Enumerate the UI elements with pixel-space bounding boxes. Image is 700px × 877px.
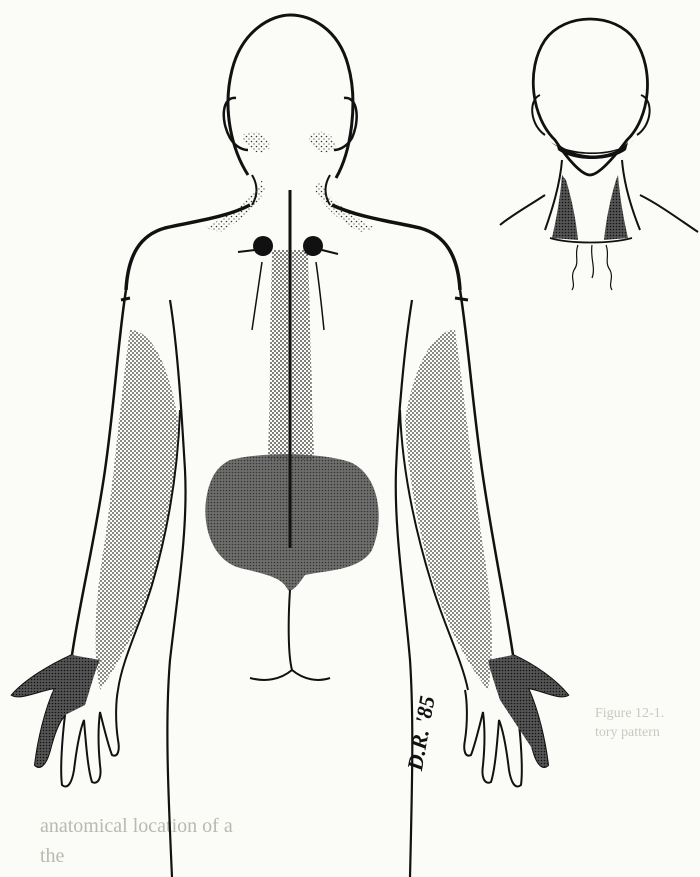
left-trigger-stroke (238, 250, 255, 252)
front-right-shoulder (640, 195, 698, 232)
right-trigger-point (303, 236, 323, 256)
right-arm-shading (405, 330, 492, 690)
gluteal-cleft (289, 590, 292, 670)
neck-shading-right (315, 180, 375, 232)
front-left-shoulder (500, 195, 545, 225)
head-outline (228, 15, 353, 178)
torso-right-side (396, 300, 413, 877)
right-hand-shading (488, 655, 568, 767)
left-shoulder-ink-mark (121, 298, 130, 300)
left-scapula-line (252, 262, 262, 330)
front-branch-center (592, 245, 594, 278)
right-scapula-line (316, 262, 324, 330)
lower-back-shading (205, 454, 378, 590)
front-branch-right (606, 245, 612, 290)
front-branch-left (572, 245, 578, 290)
right-trigger-stroke (322, 250, 338, 254)
left-arm-shading (95, 330, 178, 690)
front-head-outline (533, 19, 647, 175)
front-neck-right (622, 160, 640, 230)
left-trigger-point (253, 236, 273, 256)
front-neck-shading-left (552, 175, 578, 240)
right-occipital-shading (308, 132, 336, 153)
left-buttock-curve (250, 670, 292, 680)
right-shoulder-ink-mark (455, 298, 468, 300)
right-buttock-curve (292, 670, 330, 680)
front-neck-shading-right (604, 175, 628, 240)
